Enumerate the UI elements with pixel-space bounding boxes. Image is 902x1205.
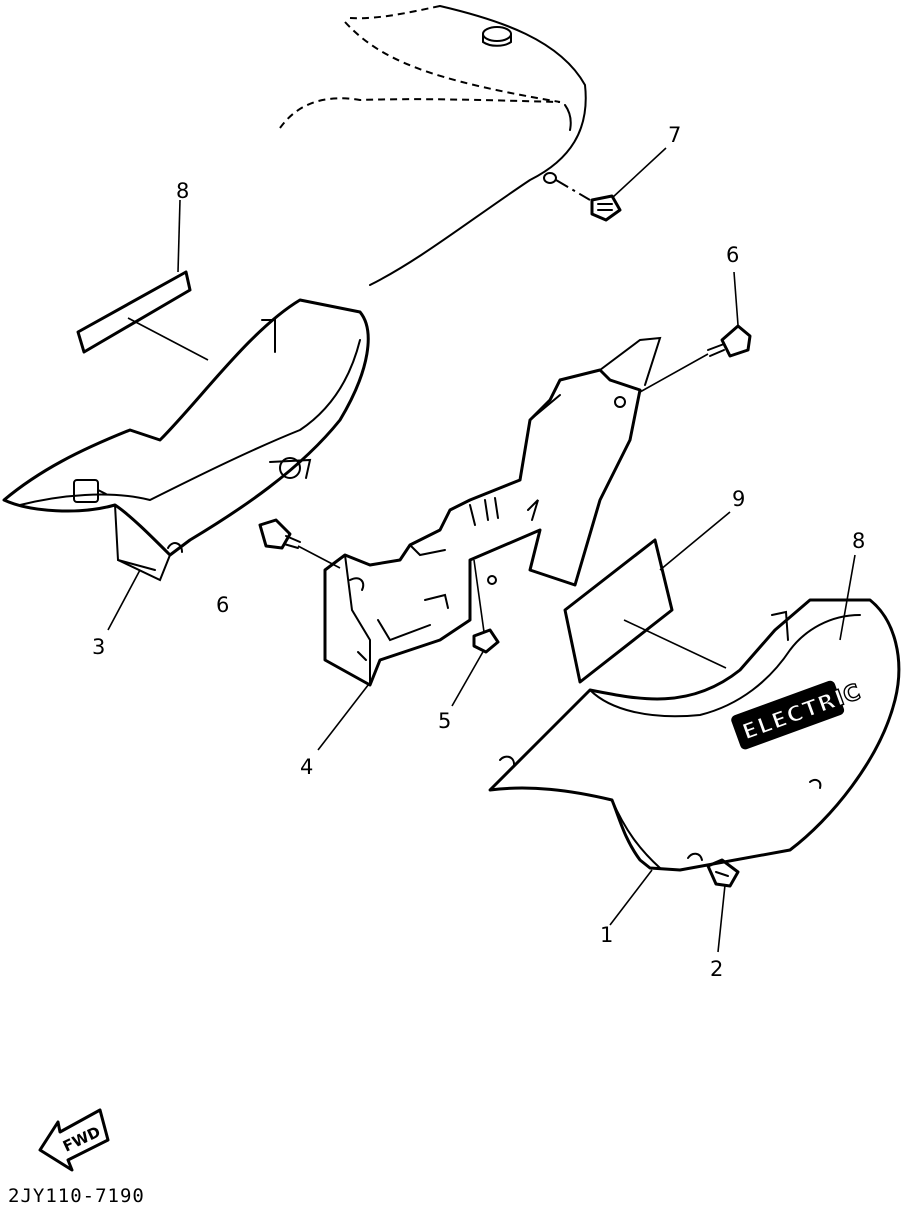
callout-3: 3	[92, 635, 105, 659]
leader-lines	[107, 147, 856, 953]
callout-1: 1	[600, 923, 613, 947]
forward-direction-arrow: FWD	[38, 1108, 110, 1172]
screw-part-2	[706, 858, 740, 888]
callout-5: 5	[438, 709, 451, 733]
side-cover-left-part-3	[2, 298, 370, 582]
tank-mount-line	[555, 179, 591, 201]
side-cover-right-part-1	[488, 598, 901, 872]
grommet-part-7	[590, 194, 622, 222]
fuel-tank-outline	[279, 5, 587, 286]
callout-numbers: 8 7 6 6 3 4 5 9 8 1 2	[92, 123, 865, 981]
grommet-part-5	[472, 559, 500, 654]
callout-4: 4	[300, 755, 313, 779]
label-sheet-part-9	[563, 538, 674, 684]
drawing-code: 2JY110-7190	[8, 1185, 145, 1205]
callout-2: 2	[710, 957, 723, 981]
callout-6-left: 6	[216, 593, 229, 617]
callout-8-right: 8	[852, 529, 865, 553]
callout-6-right: 6	[726, 243, 739, 267]
callout-7: 7	[668, 123, 681, 147]
label-strip-part-8	[76, 270, 192, 354]
electric-emblem: ELECTRIC	[731, 679, 865, 750]
center-bracket-part-4	[323, 336, 662, 687]
callout-8-left: 8	[176, 179, 189, 203]
callout-9: 9	[732, 487, 745, 511]
bolt-right-part-6	[639, 324, 752, 393]
bolt-left-part-6	[258, 518, 341, 569]
